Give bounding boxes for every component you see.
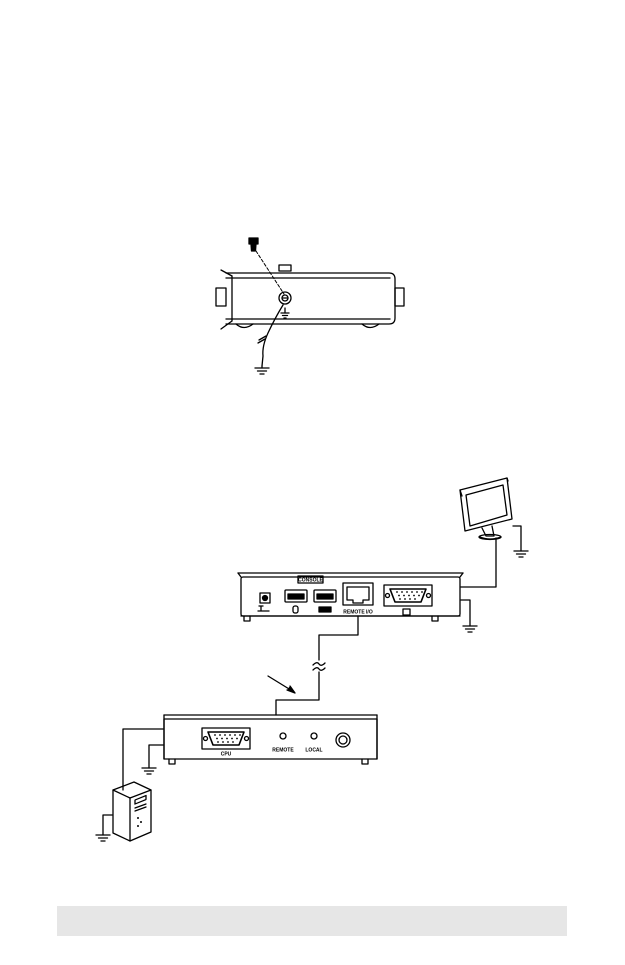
grounding-side-view [216,238,404,374]
screw-icon [249,238,258,251]
computer-tower-icon [113,782,151,841]
local-led-label: LOCAL [305,748,322,754]
ground-symbol-icon [142,768,156,774]
power-jack-icon [258,593,270,611]
ground-symbol-icon [96,835,110,841]
ground-symbol-icon [463,626,477,632]
local-unit [164,715,377,764]
ground-symbol-icon [514,551,528,557]
monitor-icon [460,478,512,540]
console-label: CONSOLE [298,578,323,584]
footer-bar [57,906,567,936]
remote-led-label: REMOTE [272,748,294,754]
ground-symbol-icon [255,366,269,374]
ground-symbol-icon [281,308,289,318]
keyboard-port-icon [314,590,336,612]
cat5-cable [268,616,358,715]
cpu-label: CPU [221,752,232,758]
remote-io-label: REMOTE I/O [343,610,373,616]
mouse-port-icon [285,590,307,613]
